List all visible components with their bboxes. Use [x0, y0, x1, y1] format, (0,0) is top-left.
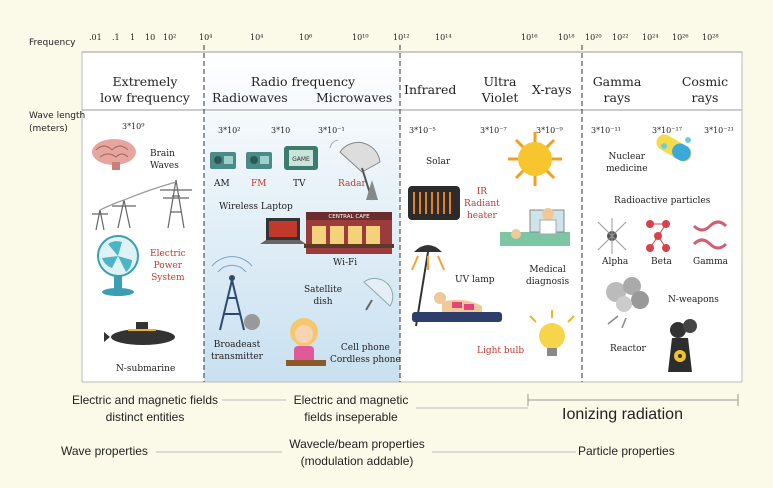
- band-xrays: X-rays: [532, 82, 572, 97]
- laptop-icon: [260, 218, 306, 244]
- medical-diagnosis-icon: [500, 208, 570, 246]
- svg-text:CENTRAL CAFE: CENTRAL CAFE: [328, 214, 370, 220]
- label-alpha: Alpha: [602, 257, 629, 267]
- am-radio-icon: [210, 152, 236, 169]
- label-radar: Radar: [338, 179, 366, 189]
- reactor-icon: [668, 319, 697, 372]
- freq-tick: 10²⁸: [702, 33, 719, 42]
- sunbather-icon: [412, 292, 502, 322]
- freq-tick: .01: [89, 33, 102, 42]
- label-fm: FM: [251, 179, 267, 189]
- freq-tick: 10¹⁶: [521, 33, 538, 42]
- band-radio: Radio frequency: [250, 74, 356, 89]
- wavelength-value: 3*10⁻⁵: [409, 126, 436, 135]
- wavelength-value: 3*10⁻¹⁷: [652, 126, 682, 135]
- alpha-particle-icon: [597, 218, 627, 254]
- svg-text:GAME: GAME: [292, 156, 310, 163]
- freq-tick: 10⁶: [299, 33, 313, 42]
- power-tower-icon: [92, 179, 192, 231]
- sun-icon: [508, 132, 562, 186]
- wavelength-value: 3*10⁻¹¹: [591, 126, 621, 135]
- freq-tick: 10²⁴: [642, 33, 659, 42]
- ionizing-bracket: [527, 394, 739, 406]
- freq-tick: 10¹⁸: [558, 33, 575, 42]
- freq-tick: 10²²: [612, 33, 629, 42]
- cafe-building-icon: CENTRAL CAFE: [304, 212, 394, 254]
- submarine-icon: [104, 322, 175, 345]
- wavelength-value: 3*10⁻⁹: [536, 126, 563, 135]
- freq-tick: 10²⁶: [672, 33, 689, 42]
- wavelength-value: 3*10²: [218, 126, 241, 135]
- wavelength-label: Wave length (meters): [29, 111, 86, 134]
- radar-dish-icon: [329, 139, 381, 201]
- label-wifi: Wi-Fi: [333, 258, 358, 268]
- gamma-ray-icon: [692, 220, 728, 250]
- label-wireless-laptop: Wireless Laptop: [219, 202, 293, 212]
- freq-tick: 1: [130, 33, 136, 42]
- label-particle-properties: Particle properties: [578, 444, 675, 458]
- fm-radio-icon: [246, 152, 272, 169]
- freq-tick: 10⁴: [199, 33, 213, 42]
- brain-icon: [92, 139, 136, 170]
- band-radiowaves: Radiowaves: [212, 90, 288, 105]
- electric-fan-icon: [97, 235, 139, 296]
- label-am: AM: [214, 179, 230, 189]
- beta-particle-icon: [646, 220, 670, 252]
- freq-tick: 10¹²: [393, 33, 410, 42]
- n-weapons-icon: [606, 277, 649, 329]
- wavelength-value: 3*10⁻⁷: [480, 126, 507, 135]
- label-ionizing-radiation: Ionizing radiation: [562, 406, 683, 423]
- band-infrared: Infrared: [404, 82, 457, 97]
- freq-tick: 10: [145, 33, 156, 42]
- satellite-dish-icon: [363, 278, 394, 311]
- label-wave-properties: Wave properties: [61, 444, 148, 458]
- band-microwaves: Microwaves: [316, 90, 393, 105]
- broadcast-tower-icon: [211, 256, 260, 331]
- label-light-bulb: Light bulb: [477, 346, 525, 356]
- wavelength-value: 3*10: [271, 126, 291, 135]
- freq-tick: 10⁴: [250, 33, 264, 42]
- label-radioactive-particles: Radioactive particles: [614, 196, 711, 206]
- label-solar: Solar: [426, 157, 451, 167]
- label-reactor: Reactor: [610, 344, 646, 354]
- freq-tick: 10²: [163, 33, 177, 42]
- freq-tick: 10¹⁴: [435, 33, 452, 42]
- ir-heater-icon: [408, 186, 460, 220]
- freq-tick: .1: [112, 33, 120, 42]
- label-gamma: Gamma: [693, 257, 728, 267]
- light-bulb-icon: [529, 310, 575, 356]
- label-uv-lamp: UV lamp: [455, 275, 495, 285]
- pills-icon: [656, 134, 692, 162]
- label-wavecle-properties: Wavecle/beam properties(modulation addab…: [289, 437, 425, 468]
- freq-tick: 10²⁰: [585, 33, 602, 42]
- label-beta: Beta: [651, 257, 672, 267]
- tv-icon: GAME: [284, 146, 318, 170]
- wavelength-value: 3*10⁻²¹: [704, 126, 734, 135]
- wavelength-value: 3*10⁹: [122, 122, 145, 131]
- label-tv: TV: [293, 179, 306, 189]
- frequency-label: Frequency: [29, 38, 76, 48]
- label-n-weapons: N-weapons: [668, 295, 719, 305]
- wavelength-value: 3*10⁻¹: [318, 126, 345, 135]
- freq-tick: 10¹⁰: [352, 33, 369, 42]
- girl-phone-icon: [286, 318, 326, 366]
- label-submarine: N-submarine: [116, 364, 176, 374]
